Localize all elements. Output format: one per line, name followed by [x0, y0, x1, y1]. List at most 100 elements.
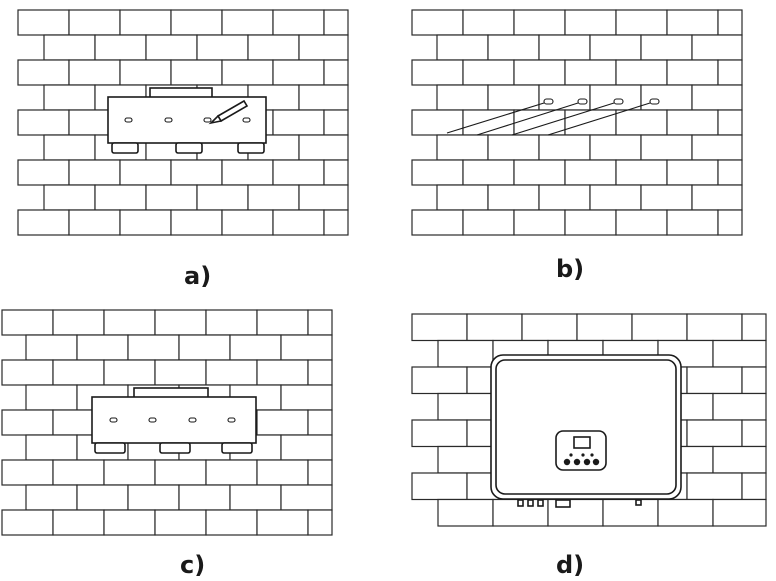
- brick: [686, 313, 743, 342]
- brick: [205, 359, 258, 386]
- brick: [712, 392, 767, 421]
- brick: [196, 184, 249, 211]
- brick: [686, 366, 743, 395]
- brick: [437, 392, 494, 421]
- brick: [43, 34, 96, 61]
- brick: [17, 159, 70, 186]
- brick: [307, 359, 333, 386]
- brick: [68, 59, 121, 86]
- brick: [1, 509, 54, 536]
- brick: [17, 209, 70, 236]
- brick: [76, 484, 129, 511]
- brick: [712, 339, 767, 368]
- brick: [280, 434, 333, 461]
- brick: [17, 9, 70, 36]
- brick: [272, 109, 325, 136]
- caption-a: a): [184, 262, 211, 290]
- brick: [145, 184, 198, 211]
- brick: [712, 498, 767, 527]
- brick: [280, 484, 333, 511]
- brick: [411, 109, 464, 136]
- brick: [462, 9, 515, 36]
- brick: [564, 209, 617, 236]
- brick: [411, 159, 464, 186]
- brick: [686, 419, 743, 448]
- brick: [589, 134, 642, 161]
- brick: [691, 34, 743, 61]
- brick: [94, 184, 147, 211]
- brick: [538, 84, 591, 111]
- brick: [615, 159, 668, 186]
- brick: [323, 59, 349, 86]
- brick: [205, 509, 258, 536]
- brick: [307, 409, 333, 436]
- brick: [205, 459, 258, 486]
- brick: [68, 159, 121, 186]
- brick: [538, 184, 591, 211]
- brick: [307, 309, 333, 336]
- brick: [154, 459, 207, 486]
- brick: [691, 184, 743, 211]
- brick: [691, 84, 743, 111]
- brick: [437, 498, 494, 527]
- brick: [17, 109, 70, 136]
- brick: [119, 9, 172, 36]
- brick: [145, 34, 198, 61]
- brick: [462, 159, 515, 186]
- brick: [103, 309, 156, 336]
- brick: [717, 59, 743, 86]
- brick: [127, 334, 180, 361]
- brick: [741, 472, 767, 501]
- brick: [178, 334, 231, 361]
- brick: [52, 309, 105, 336]
- brick: [487, 184, 540, 211]
- brick: [68, 9, 121, 36]
- brick: [221, 59, 274, 86]
- brick: [589, 34, 642, 61]
- brick: [76, 334, 129, 361]
- brick: [513, 109, 566, 136]
- brick: [280, 334, 333, 361]
- mounting-bracket-a: [107, 87, 267, 154]
- drilled-holes-b: [543, 98, 660, 105]
- brick: [640, 134, 693, 161]
- brick: [411, 472, 468, 501]
- brick: [741, 419, 767, 448]
- brick: [68, 209, 121, 236]
- brick: [717, 9, 743, 36]
- brick: [221, 209, 274, 236]
- brick: [247, 184, 300, 211]
- brick: [513, 9, 566, 36]
- brick: [43, 184, 96, 211]
- brick: [256, 459, 309, 486]
- brick: [564, 9, 617, 36]
- brick: [411, 366, 468, 395]
- brick: [170, 209, 223, 236]
- brick: [298, 134, 349, 161]
- brick: [52, 509, 105, 536]
- brick: [602, 498, 659, 527]
- brick: [666, 159, 719, 186]
- mounting-bracket-c: [91, 387, 257, 454]
- brick: [521, 313, 578, 342]
- brick: [323, 209, 349, 236]
- brick: [298, 34, 349, 61]
- brick: [615, 59, 668, 86]
- brick: [1, 459, 54, 486]
- drill-guide-lines-b: [446, 102, 651, 136]
- brick: [323, 109, 349, 136]
- brick: [25, 484, 78, 511]
- brick: [538, 134, 591, 161]
- brick: [127, 484, 180, 511]
- brick: [411, 419, 468, 448]
- brick: [298, 184, 349, 211]
- brick: [170, 159, 223, 186]
- brick: [741, 366, 767, 395]
- brick: [666, 9, 719, 36]
- brick: [657, 498, 714, 527]
- brick: [640, 34, 693, 61]
- brick: [411, 209, 464, 236]
- brick: [103, 509, 156, 536]
- brick: [615, 9, 668, 36]
